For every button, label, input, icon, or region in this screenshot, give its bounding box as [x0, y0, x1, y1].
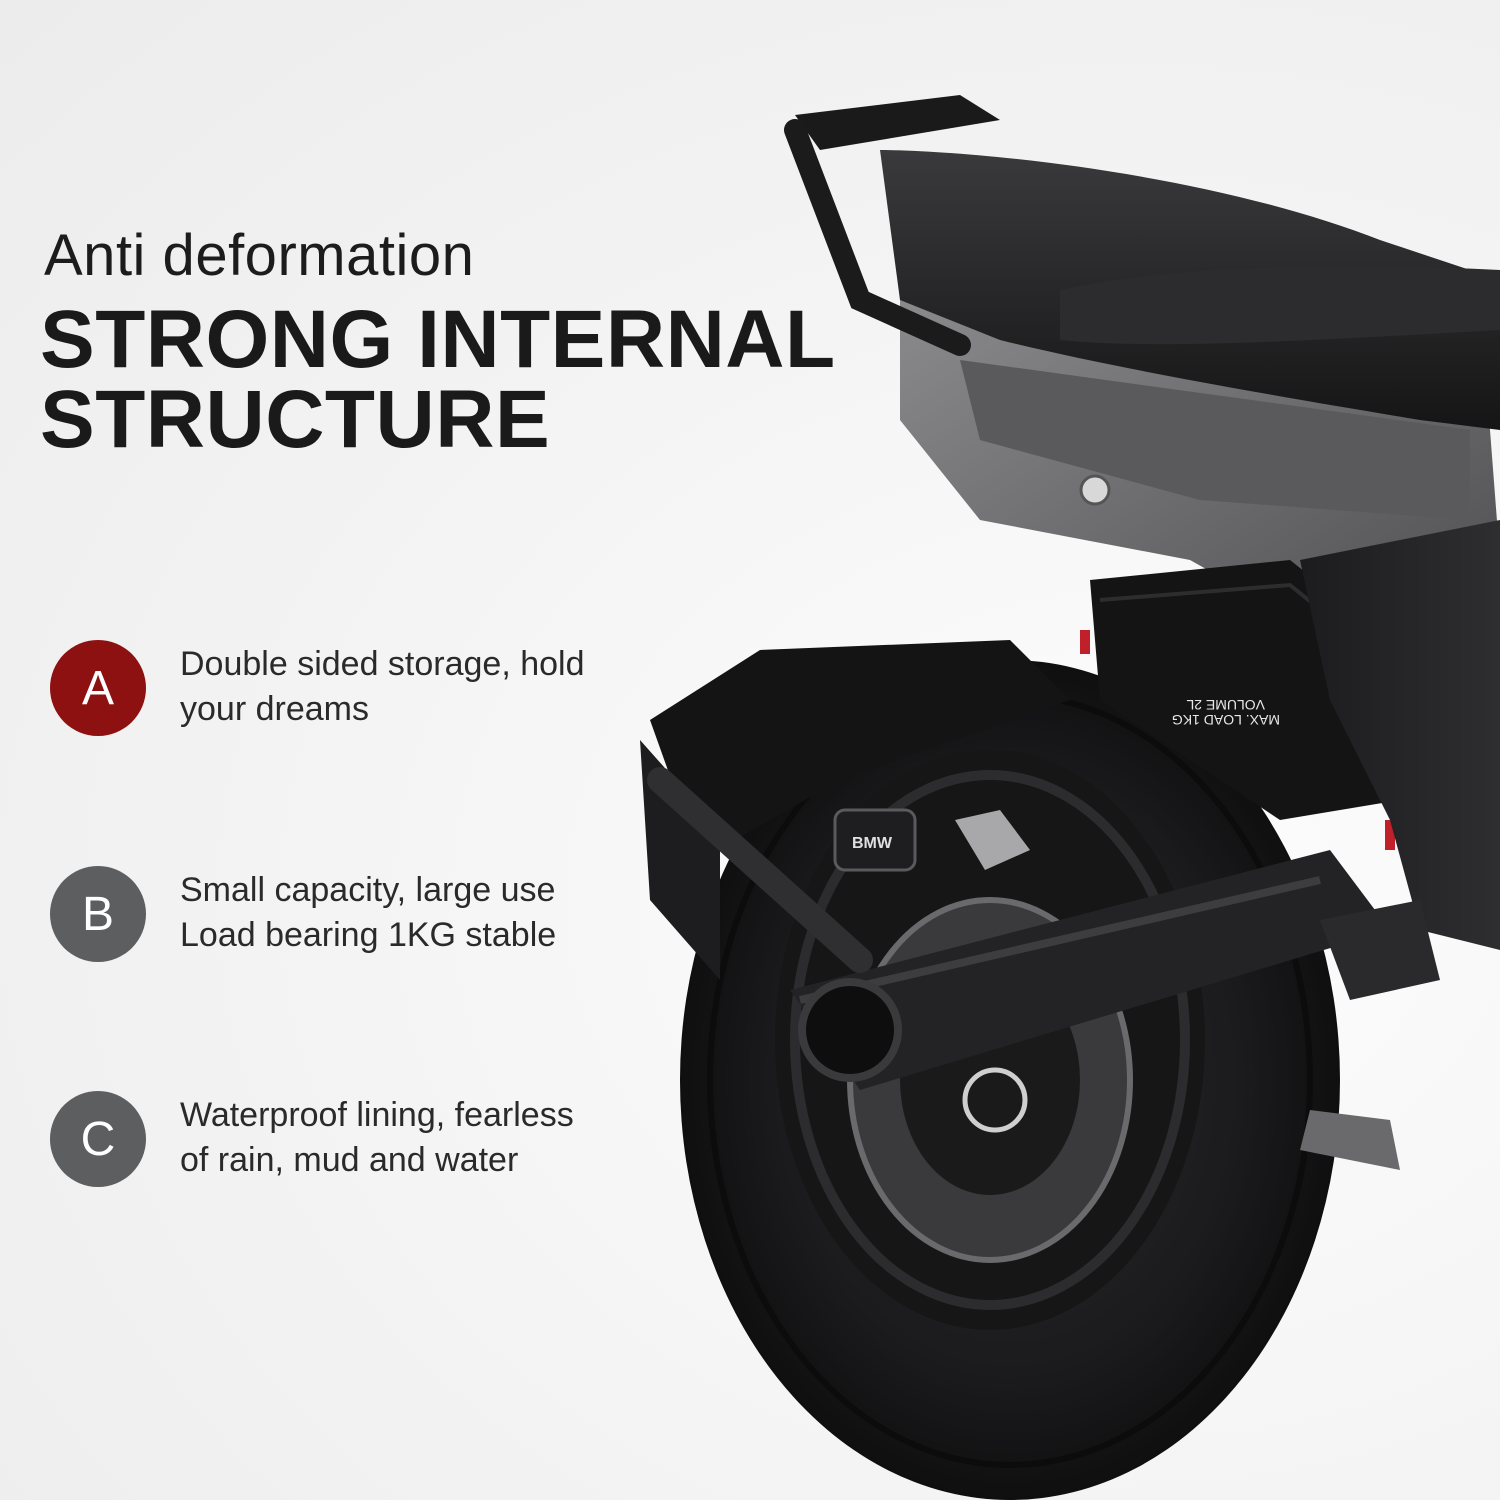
feature-badge-a: A: [50, 640, 146, 736]
feature-b-line-1: Small capacity, large use: [180, 871, 556, 909]
headline-line-1: STRONG INTERNAL: [40, 294, 836, 385]
grab-rail: [784, 95, 1000, 356]
subtitle: Anti deformation: [44, 223, 475, 288]
feature-a-line-1: Double sided storage, hold: [180, 645, 585, 683]
bag-load-label: MAX. LOAD 1KG: [1172, 712, 1280, 728]
motorcycle-photo: BMW VOLUME 2L MAX. LOAD 1KG: [640, 95, 1500, 1500]
swingarm: [790, 850, 1390, 1133]
brake-caliper: BMW: [833, 808, 917, 872]
seat: [880, 150, 1500, 430]
feature-badge-b: B: [50, 866, 146, 962]
feature-a: A Double sided storage, hold your dreams: [50, 640, 670, 740]
mudguard: [640, 640, 1070, 980]
headline-line-2: STRUCTURE: [40, 374, 551, 465]
feature-badge-c: C: [50, 1091, 146, 1187]
footpeg: [955, 810, 1440, 1170]
feature-b-line-2: Load bearing 1KG stable: [180, 916, 557, 954]
feature-b: B Small capacity, large use Load bearing…: [50, 866, 670, 966]
feature-c-line-2: of rain, mud and water: [180, 1141, 519, 1179]
feature-c: C Waterproof lining, fearless of rain, m…: [50, 1091, 670, 1191]
feature-a-line-2: your dreams: [180, 690, 369, 728]
feature-text-b: Small capacity, large use Load bearing 1…: [180, 868, 556, 958]
feature-c-line-1: Waterproof lining, fearless: [180, 1096, 574, 1134]
caliper-brand-label: BMW: [852, 835, 893, 852]
feature-text-a: Double sided storage, hold your dreams: [180, 642, 585, 732]
feature-text-c: Waterproof lining, fearless of rain, mud…: [180, 1093, 574, 1183]
headline: STRONG INTERNAL STRUCTURE: [40, 294, 836, 465]
bag-volume-label: VOLUME 2L: [1186, 697, 1265, 713]
rear-body: [1300, 520, 1500, 950]
